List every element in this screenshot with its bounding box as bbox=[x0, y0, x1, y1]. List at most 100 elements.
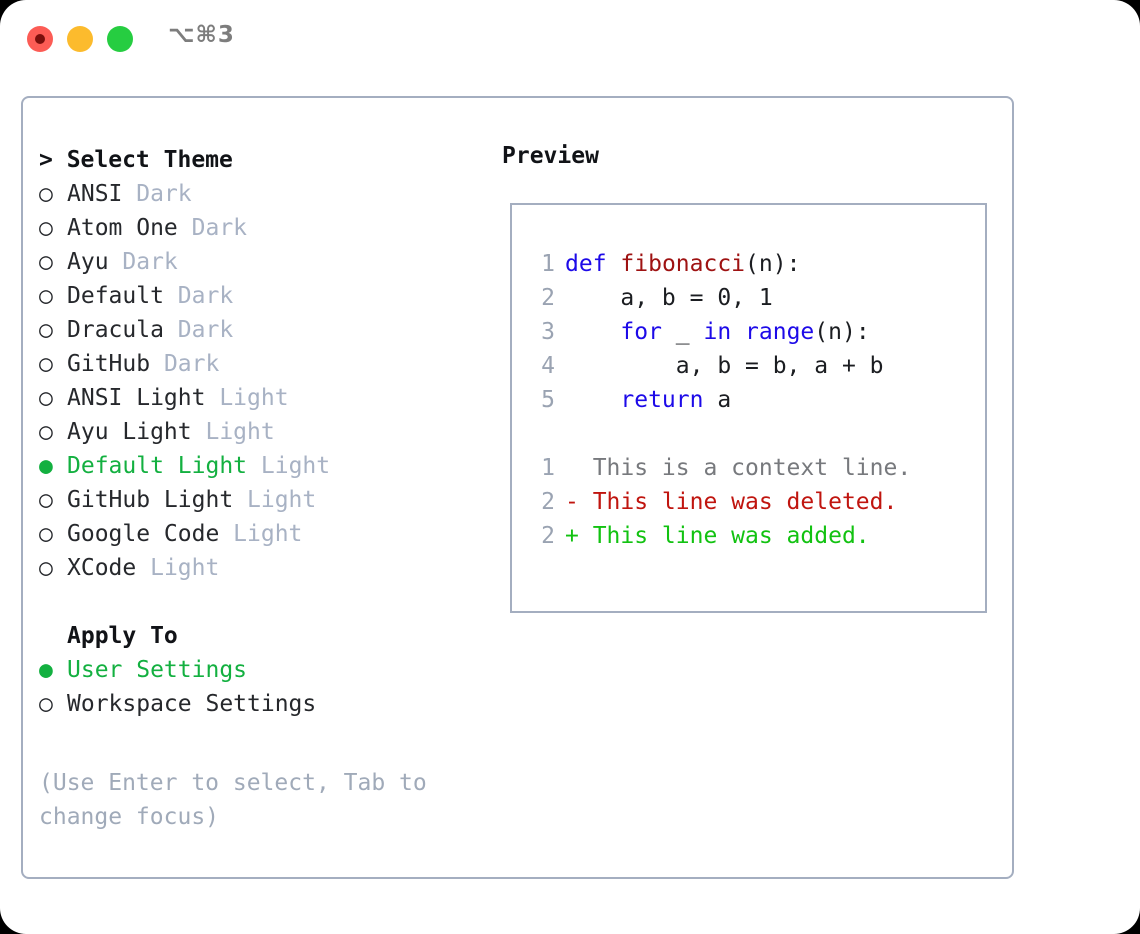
code-diff-gap bbox=[531, 417, 977, 451]
radio-unselected-icon: ○ bbox=[39, 283, 53, 309]
theme-name: XCode bbox=[67, 555, 151, 581]
line-number: 5 bbox=[541, 387, 555, 413]
theme-variant-badge: Dark bbox=[177, 317, 234, 343]
theme-variant-badge: Dark bbox=[136, 181, 192, 207]
code-token: a, b = 0, 1 bbox=[565, 285, 773, 311]
theme-list-item[interactable]: ○ ANSI Dark bbox=[39, 177, 479, 211]
theme-list-item[interactable]: ○GitHub Light Light bbox=[39, 483, 479, 517]
radio-unselected-icon: ○ bbox=[39, 317, 53, 343]
theme-list-item[interactable]: ○Google Code Light bbox=[39, 517, 479, 551]
theme-list-item[interactable]: ○ Atom One Dark bbox=[39, 211, 479, 245]
list-spacer bbox=[39, 585, 479, 619]
theme-picker-column: > Select Theme ○ANSI Dark○Atom One Dark○… bbox=[39, 143, 479, 721]
theme-variant-badge: Dark bbox=[163, 351, 220, 377]
theme-list-item[interactable]: ○ ANSI Light Light bbox=[39, 381, 479, 415]
minimize-button[interactable] bbox=[67, 26, 93, 52]
line-number: 1 bbox=[541, 455, 555, 481]
header-indent bbox=[39, 619, 67, 653]
theme-list-item[interactable]: ○ Ayu Light Light bbox=[39, 415, 479, 449]
theme-variant-badge: Light bbox=[219, 385, 289, 411]
diff-line-text: - This line was deleted. bbox=[565, 489, 898, 515]
radio-selected-icon: ● bbox=[39, 657, 53, 683]
code-token: return bbox=[620, 387, 704, 413]
diff-lines: 1 This is a context line.2- This line wa… bbox=[531, 451, 977, 553]
line-number: 2 bbox=[541, 285, 555, 311]
code-token bbox=[607, 251, 621, 277]
code-token: a bbox=[703, 387, 732, 413]
apply-to-option-label: Workspace Settings bbox=[67, 691, 317, 717]
radio-unselected-icon: ○ bbox=[39, 487, 53, 513]
keyboard-shortcut-label: ⌥⌘3 bbox=[168, 22, 235, 48]
theme-list-item[interactable]: ○ Dracula Dark bbox=[39, 313, 479, 347]
theme-name: ANSI Light bbox=[67, 385, 220, 411]
theme-name: Ayu Light bbox=[67, 419, 206, 445]
radio-unselected-icon: ○ bbox=[39, 555, 53, 581]
theme-name: ANSI bbox=[67, 181, 137, 207]
theme-variant-badge: Light bbox=[233, 521, 303, 547]
title-bar: ⌥⌘3 bbox=[0, 0, 1140, 78]
theme-variant-badge: Dark bbox=[191, 215, 248, 241]
theme-name: Default Light bbox=[67, 453, 261, 479]
code-token: (n): bbox=[745, 251, 801, 277]
theme-name: GitHub bbox=[67, 351, 164, 377]
code-token bbox=[565, 387, 620, 413]
diff-line-text: + This line was added. bbox=[565, 523, 870, 549]
radio-unselected-icon: ○ bbox=[39, 419, 53, 445]
code-token: (n): bbox=[814, 319, 870, 345]
line-number: 2 bbox=[541, 523, 555, 549]
theme-name: Dracula bbox=[67, 317, 178, 343]
apply-to-list: ●User Settings ○ Workspace Settings bbox=[39, 653, 479, 721]
radio-unselected-icon: ○ bbox=[39, 249, 53, 275]
theme-variant-badge: Light bbox=[205, 419, 275, 445]
code-token: a, b = b, a + b bbox=[565, 353, 884, 379]
theme-name: Default bbox=[67, 283, 178, 309]
code-line: 5 return a bbox=[531, 383, 977, 417]
theme-name: Atom One bbox=[67, 215, 192, 241]
apply-to-option[interactable]: ●User Settings bbox=[39, 653, 479, 687]
code-line: 4 a, b = b, a + b bbox=[531, 349, 977, 383]
theme-list-item[interactable]: ○ Ayu Dark bbox=[39, 245, 479, 279]
code-token: for bbox=[620, 319, 662, 345]
apply-to-option[interactable]: ○ Workspace Settings bbox=[39, 687, 479, 721]
diff-line: 1 This is a context line. bbox=[531, 451, 977, 485]
theme-list-item[interactable]: ●Default Light Light bbox=[39, 449, 479, 483]
close-button[interactable] bbox=[27, 26, 53, 52]
code-token bbox=[565, 319, 620, 345]
code-line: 2 a, b = 0, 1 bbox=[531, 281, 977, 315]
theme-variant-badge: Light bbox=[247, 487, 317, 513]
theme-variant-badge: Dark bbox=[177, 283, 234, 309]
code-token: in bbox=[703, 319, 732, 345]
radio-selected-icon: ● bbox=[39, 453, 53, 479]
recording-indicator-icon bbox=[35, 34, 45, 44]
theme-list-item[interactable]: ○XCode Light bbox=[39, 551, 479, 585]
radio-unselected-icon: ○ bbox=[39, 215, 53, 241]
content-panel: > Select Theme ○ANSI Dark○Atom One Dark○… bbox=[21, 96, 1014, 879]
radio-unselected-icon: ○ bbox=[39, 351, 53, 377]
line-number: 4 bbox=[541, 353, 555, 379]
maximize-button[interactable] bbox=[107, 26, 133, 52]
diff-line-text: This is a context line. bbox=[565, 455, 912, 481]
code-token: fibonacci bbox=[620, 251, 746, 277]
theme-name: Ayu bbox=[67, 249, 123, 275]
theme-list-item[interactable]: ○ GitHub Dark bbox=[39, 347, 479, 381]
line-number: 3 bbox=[541, 319, 555, 345]
theme-list-item[interactable]: ○ Default Dark bbox=[39, 279, 479, 313]
radio-unselected-icon: ○ bbox=[39, 385, 53, 411]
apply-to-header: Apply To bbox=[39, 619, 479, 653]
theme-variant-badge: Dark bbox=[122, 249, 178, 275]
radio-unselected-icon: ○ bbox=[39, 691, 53, 717]
preview-title: Preview bbox=[502, 143, 599, 169]
radio-unselected-icon: ○ bbox=[39, 521, 53, 547]
theme-list: ○ ANSI Dark ○ Atom One Dark ○ Ayu Dark ○ Defaul… bbox=[39, 177, 479, 585]
code-line: 3 for _ in range(n): bbox=[531, 315, 977, 349]
diff-line: 2- This line was deleted. bbox=[531, 485, 977, 519]
radio-unselected-icon: ○ bbox=[39, 181, 53, 207]
line-number: 1 bbox=[541, 251, 555, 277]
theme-picker-header: > Select Theme bbox=[39, 147, 233, 173]
keyboard-hint-text: (Use Enter to select, Tab to change focu… bbox=[39, 770, 441, 830]
